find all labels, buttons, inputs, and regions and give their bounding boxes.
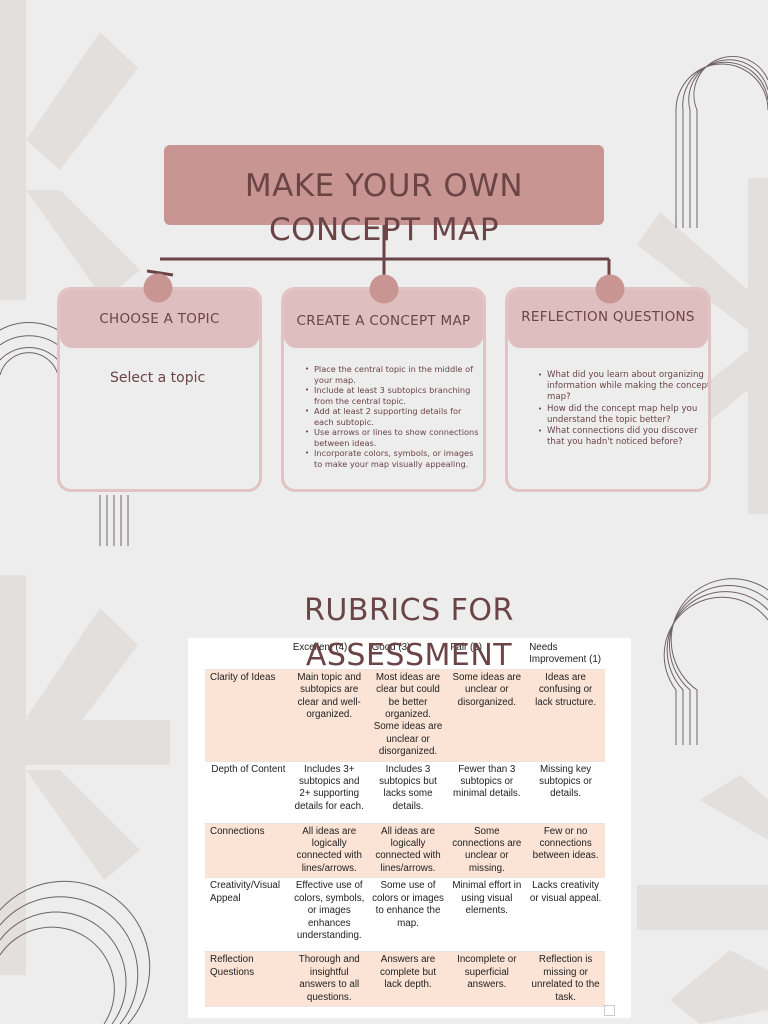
connector-dot bbox=[143, 273, 173, 303]
table-cell: Lacks creativity or visual appeal. bbox=[526, 877, 605, 953]
card-title: CREATE A CONCEPT MAP bbox=[296, 313, 471, 329]
title-banner bbox=[164, 145, 604, 225]
table-cell: Missing key subtopics or details. bbox=[526, 761, 605, 824]
main-title-line2: CONCEPT MAP bbox=[268, 212, 500, 248]
table-header-row: Excellent (4) Good (3) Fair (2) Needs Im… bbox=[205, 640, 605, 670]
list-item: Use arrows or lines to show connections … bbox=[305, 427, 481, 448]
table-cell: All ideas are logically connected with l… bbox=[289, 823, 369, 879]
select-topic-text[interactable]: Select a topic bbox=[110, 370, 206, 386]
main-title: MAKE YOUR OWN CONCEPT MAP bbox=[164, 164, 604, 252]
table-row: Depth of Content Includes 3+ subtopics a… bbox=[205, 761, 605, 824]
list-item: What did you learn about organizing info… bbox=[538, 370, 708, 404]
table-cell: Thorough and insightful answers to all q… bbox=[289, 951, 369, 1007]
table-cell: Effective use of colors, symbols, or ima… bbox=[289, 877, 369, 953]
list-item: How did the concept map help you underst… bbox=[538, 404, 708, 426]
column-header: Fair (2) bbox=[447, 640, 527, 670]
table-cell: Fewer than 3 subtopics or minimal detail… bbox=[447, 761, 527, 824]
list-item: Place the central topic in the middle of… bbox=[305, 364, 481, 385]
rubric-title-line1: RUBRICS FOR bbox=[304, 593, 514, 628]
card-header: REFLECTION QUESTIONS bbox=[508, 290, 708, 348]
reflection-list: What did you learn about organizing info… bbox=[538, 370, 708, 448]
connector-dot bbox=[595, 274, 625, 304]
table-cell: Includes 3+ subtopics and 2+ supporting … bbox=[289, 761, 369, 824]
column-header bbox=[205, 640, 290, 670]
column-header: Good (3) bbox=[368, 640, 448, 670]
rubric-table-container: Excellent (4) Good (3) Fair (2) Needs Im… bbox=[188, 638, 631, 1018]
criterion-cell: Clarity of Ideas bbox=[205, 669, 290, 762]
table-row: Connections All ideas are logically conn… bbox=[205, 823, 605, 879]
table-cell: Reflection is missing or unrelated to th… bbox=[526, 951, 605, 1007]
table-cell: Includes 3 subtopics but lacks some deta… bbox=[368, 761, 448, 824]
resize-handle[interactable] bbox=[604, 1005, 615, 1016]
criterion-cell: Connections bbox=[205, 823, 290, 879]
table-cell: Most ideas are clear but could be better… bbox=[368, 669, 448, 762]
list-item: Include at least 3 subtopics branching f… bbox=[305, 385, 481, 406]
table-cell: Minimal effort in using visual elements. bbox=[447, 877, 527, 953]
rubric-title: RUBRICS FOR ASSESSMENT bbox=[209, 588, 609, 678]
table-cell: Answers are complete but lack depth. bbox=[368, 951, 448, 1007]
rubric-table: Excellent (4) Good (3) Fair (2) Needs Im… bbox=[205, 640, 605, 1007]
criterion-cell: Depth of Content bbox=[205, 761, 290, 824]
table-cell: Some connections are unclear or missing. bbox=[447, 823, 527, 879]
reflection-card: REFLECTION QUESTIONS What did you learn … bbox=[505, 287, 711, 492]
card-title: REFLECTION QUESTIONS bbox=[521, 309, 695, 325]
connector-dot bbox=[369, 274, 399, 304]
rubric-title-line2: ASSESSMENT bbox=[305, 638, 513, 673]
table-cell: Some use of colors or images to enhance … bbox=[368, 877, 448, 953]
list-item: What connections did you discover that y… bbox=[538, 426, 708, 448]
table-cell: Incomplete or superficial answers. bbox=[447, 951, 527, 1007]
list-item: Add at least 2 supporting details for ea… bbox=[305, 406, 481, 427]
main-title-line1: MAKE YOUR OWN bbox=[244, 168, 524, 204]
table-row: Creativity/Visual Appeal Effective use o… bbox=[205, 877, 605, 953]
table-cell: Few or no connections between ideas. bbox=[526, 823, 605, 879]
table-row: Reflection Questions Thorough and insigh… bbox=[205, 951, 605, 1007]
table-row: Clarity of Ideas Main topic and subtopic… bbox=[205, 669, 605, 762]
column-header: Excellent (4) bbox=[289, 640, 369, 670]
table-cell: Main topic and subtopics are clear and w… bbox=[289, 669, 369, 762]
criterion-cell: Reflection Questions bbox=[205, 951, 290, 1007]
criterion-cell: Creativity/Visual Appeal bbox=[205, 877, 290, 953]
column-header: Needs Improvement (1) bbox=[526, 640, 605, 670]
card-title: CHOOSE A TOPIC bbox=[99, 311, 220, 327]
table-cell: All ideas are logically connected with l… bbox=[368, 823, 448, 879]
list-item: Incorporate colors, symbols, or images t… bbox=[305, 448, 481, 469]
table-cell: Ideas are confusing or lack structure. bbox=[526, 669, 605, 762]
decor-arches bbox=[0, 55, 768, 1024]
table-cell: Some ideas are unclear or disorganized. bbox=[447, 669, 527, 762]
instructions-list: Place the central topic in the middle of… bbox=[305, 364, 481, 469]
